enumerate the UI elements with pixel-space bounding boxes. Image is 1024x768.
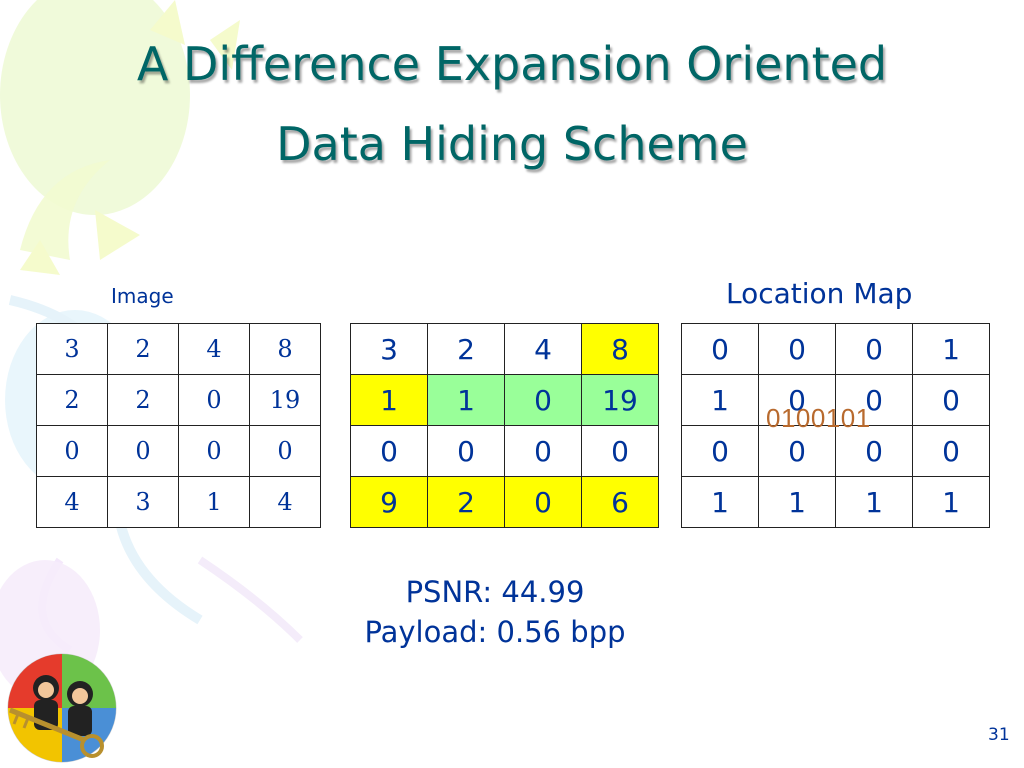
table-cell: 19 bbox=[249, 374, 321, 426]
table-row: 2 2 0 19 bbox=[36, 374, 321, 426]
table-row: 0 0 0 1 bbox=[681, 323, 990, 375]
highlighted-cell: 8 bbox=[581, 323, 659, 375]
embedded-bitstream: 0100101 bbox=[766, 403, 871, 433]
modified-image-table: 3 2 4 8 1 1 0 19 0 0 0 0 9 2 0 6 bbox=[350, 323, 659, 528]
highlighted-cell: 0 bbox=[504, 374, 582, 426]
table-cell: 4 bbox=[36, 476, 108, 528]
image-table: 3 2 4 8 2 2 0 19 0 0 0 0 4 3 1 4 bbox=[36, 323, 321, 528]
table-row: 0 0 0 0 bbox=[350, 425, 659, 477]
table-cell: 0 bbox=[835, 374, 913, 426]
table-row: 3 2 4 8 bbox=[36, 323, 321, 375]
table-cell: 1 bbox=[835, 476, 913, 528]
table-cell: 0 bbox=[758, 374, 836, 426]
table-cell: 0 bbox=[912, 425, 990, 477]
table-cell: 2 bbox=[427, 323, 505, 375]
table-cell: 0 bbox=[427, 425, 505, 477]
table-row: 0 0 0 0 bbox=[36, 425, 321, 477]
table-cell: 0 bbox=[504, 425, 582, 477]
table-row: 1 0 0 0 bbox=[681, 374, 990, 426]
table-cell: 0 bbox=[681, 425, 759, 477]
table-cell: 0 bbox=[835, 425, 913, 477]
image-caption: Image bbox=[111, 284, 174, 308]
table-cell: 2 bbox=[36, 374, 108, 426]
table-row: 3 2 4 8 bbox=[350, 323, 659, 375]
table-cell: 1 bbox=[681, 476, 759, 528]
table-cell: 0 bbox=[178, 374, 250, 426]
table-cell: 0 bbox=[835, 323, 913, 375]
table-cell: 1 bbox=[912, 323, 990, 375]
table-row: 9 2 0 6 bbox=[350, 476, 659, 528]
table-cell: 1 bbox=[681, 374, 759, 426]
table-cell: 4 bbox=[178, 323, 250, 375]
highlighted-cell: 0 bbox=[504, 476, 582, 528]
table-cell: 2 bbox=[107, 323, 179, 375]
highlighted-cell: 9 bbox=[350, 476, 428, 528]
table-cell: 0 bbox=[581, 425, 659, 477]
location-map-table: 0 0 0 1 1 0 0 0 0 0 0 0 1 1 1 1 bbox=[681, 323, 990, 528]
page-number: 31 bbox=[988, 725, 1010, 745]
table-row: 1 1 0 19 bbox=[350, 374, 659, 426]
highlighted-cell: 6 bbox=[581, 476, 659, 528]
slide-title-line-1: A Difference Expansion Oriented bbox=[136, 37, 888, 91]
table-cell: 1 bbox=[178, 476, 250, 528]
psnr-value: PSNR: 44.99 bbox=[405, 575, 585, 609]
table-cell: 0 bbox=[249, 425, 321, 477]
highlighted-cell: 1 bbox=[427, 374, 505, 426]
table-cell: 0 bbox=[758, 323, 836, 375]
slide-title-line-2: Data Hiding Scheme bbox=[276, 117, 748, 171]
payload-value: Payload: 0.56 bpp bbox=[364, 615, 626, 649]
table-cell: 1 bbox=[912, 476, 990, 528]
table-cell: 4 bbox=[249, 476, 321, 528]
table-cell: 0 bbox=[758, 425, 836, 477]
table-cell: 0 bbox=[107, 425, 179, 477]
table-cell: 3 bbox=[36, 323, 108, 375]
highlighted-cell: 2 bbox=[427, 476, 505, 528]
table-cell: 3 bbox=[350, 323, 428, 375]
highlighted-cell: 19 bbox=[581, 374, 659, 426]
table-cell: 0 bbox=[681, 323, 759, 375]
table-cell: 0 bbox=[350, 425, 428, 477]
table-row: 1 1 1 1 bbox=[681, 476, 990, 528]
highlighted-cell: 1 bbox=[350, 374, 428, 426]
table-row: 4 3 1 4 bbox=[36, 476, 321, 528]
table-cell: 0 bbox=[36, 425, 108, 477]
table-cell: 0 bbox=[912, 374, 990, 426]
table-row: 0 0 0 0 bbox=[681, 425, 990, 477]
table-cell: 4 bbox=[504, 323, 582, 375]
table-cell: 1 bbox=[758, 476, 836, 528]
location-map-caption: Location Map bbox=[726, 277, 913, 310]
table-cell: 3 bbox=[107, 476, 179, 528]
key-logo-icon bbox=[7, 653, 117, 763]
table-cell: 8 bbox=[249, 323, 321, 375]
slide-title: A Difference Expansion Oriented Data Hid… bbox=[0, 24, 1024, 184]
table-cell: 2 bbox=[107, 374, 179, 426]
table-cell: 0 bbox=[178, 425, 250, 477]
